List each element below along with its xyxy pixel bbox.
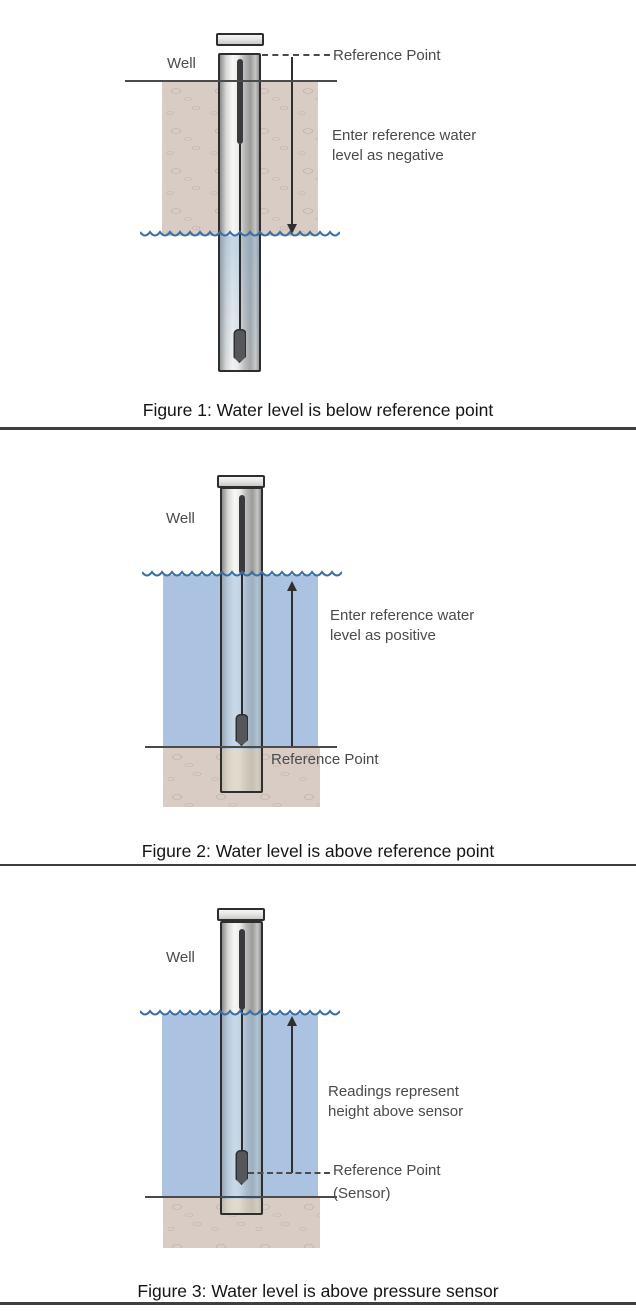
annotation-line-1: Enter reference water [330, 607, 475, 624]
water-surface-wave-icon [142, 570, 342, 577]
soil-region [163, 1197, 320, 1248]
ground-surface-line [145, 1196, 337, 1198]
well-pipe [218, 53, 261, 372]
annotation-text: Enter reference water level as negative [332, 126, 512, 167]
figure-caption: Figure 3: Water level is above pressure … [137, 1281, 499, 1301]
water-surface-wave-icon [140, 230, 340, 237]
well-pipe [220, 921, 263, 1215]
figure-1: Well Reference Point Enter reference wat… [0, 0, 636, 430]
pipe-soil-tint [222, 1199, 261, 1213]
well-cap [217, 908, 265, 921]
sensor-cable [238, 144, 241, 332]
ground-surface-line [125, 80, 337, 82]
pipe-soil-tint [222, 749, 261, 791]
pressure-sensor [233, 329, 246, 363]
figure-divider [0, 427, 636, 430]
figure-caption: Figure 2: Water level is above reference… [141, 841, 495, 861]
annotation-line-2: level as positive [330, 627, 436, 645]
vent-tube [238, 929, 245, 1010]
reference-point-sublabel: (Sensor) [333, 1185, 391, 1202]
figure-2: Well Enter reference water level as posi… [0, 430, 636, 868]
sensor-leader-line [248, 1172, 330, 1174]
arrow-up-icon [287, 581, 297, 591]
figure-3: Well Readings represent height above sen… [0, 868, 636, 1311]
arrow-down-icon [287, 224, 297, 234]
reference-point-leader-line [262, 54, 330, 56]
reference-point-label: Reference Point [271, 751, 379, 768]
annotation-line-2: level as negative [332, 147, 444, 165]
annotation-line-1: Enter reference water [332, 127, 477, 144]
annotation-text: Readings represent height above sensor [328, 1082, 508, 1123]
reference-point-label: Reference Point [333, 1162, 441, 1179]
well-label: Well [166, 510, 195, 527]
measurement-arrow-line [291, 1025, 293, 1173]
annotation-line-2: height above sensor [328, 1103, 464, 1121]
measurement-arrow-line [291, 57, 293, 225]
arrow-up-icon [287, 1016, 297, 1026]
figure-divider [0, 1302, 636, 1305]
reference-line [145, 746, 337, 748]
well-pipe [220, 487, 263, 793]
measurement-arrow-line [291, 590, 293, 746]
well-cap [216, 33, 264, 46]
figure-caption: Figure 1: Water level is below reference… [142, 400, 494, 420]
well-label: Well [166, 949, 195, 966]
pressure-sensor [235, 714, 248, 746]
figure-divider [0, 864, 636, 866]
annotation-line-1: Readings represent [328, 1083, 459, 1100]
vent-tube [236, 59, 243, 144]
water-surface-wave-icon [140, 1009, 340, 1016]
sensor-cable [240, 1010, 243, 1150]
pressure-sensor [235, 1150, 248, 1185]
well-label: Well [167, 55, 196, 72]
vent-tube [238, 495, 245, 574]
well-cap [217, 475, 265, 488]
annotation-text: Enter reference water level as positive [330, 606, 510, 647]
reference-point-label: Reference Point [333, 47, 441, 64]
sensor-cable [240, 574, 243, 714]
